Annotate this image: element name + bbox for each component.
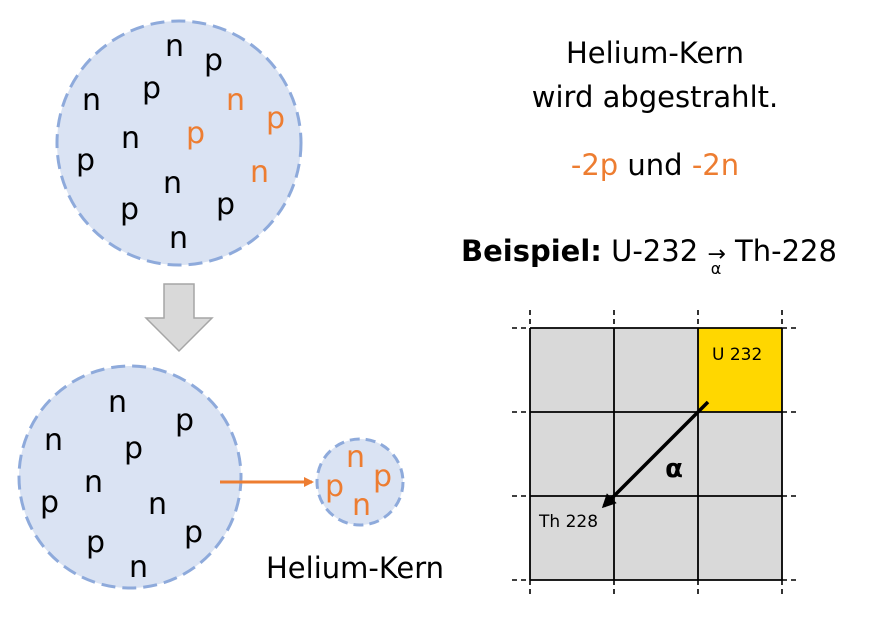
helium-nucleus: n p p n xyxy=(315,437,405,527)
grid-cell-start xyxy=(698,328,782,412)
neutron-label: n xyxy=(108,385,127,420)
orange-proton-label: p xyxy=(373,459,392,494)
grid-lines xyxy=(529,327,783,581)
proton-label: p xyxy=(216,187,235,222)
orange-proton-label: p xyxy=(186,116,205,151)
info-title-line2: wird abgestrahlt. xyxy=(532,80,778,114)
grid-end-label: Th 228 xyxy=(538,512,598,532)
reaction-arrow-subscript: α xyxy=(711,259,722,278)
reaction-arrow: → xyxy=(707,242,725,267)
helium-label: Helium-Kern xyxy=(266,551,444,585)
nucleon-change: -2p und -2n xyxy=(571,148,739,182)
neutron-label: n xyxy=(169,221,188,256)
example-label: Beispiel: xyxy=(461,234,602,268)
proton-label: p xyxy=(204,43,223,78)
grid-extensions xyxy=(512,310,800,598)
proton-label: p xyxy=(40,485,59,520)
orange-proton-label: p xyxy=(266,101,285,136)
neutron-label: n xyxy=(129,550,148,585)
example-to: Th-228 xyxy=(726,234,837,268)
proton-label: p xyxy=(184,515,203,550)
grid-start-label: U 232 xyxy=(712,345,762,365)
neutron-label: n xyxy=(44,423,63,458)
nuclide-grid: U 232 Th 228 α xyxy=(512,310,800,598)
helium-nucleus-circle xyxy=(315,437,405,527)
info-title-line1: Helium-Kern xyxy=(566,36,744,70)
neutron-label: n xyxy=(148,487,167,522)
proton-label: p xyxy=(124,431,143,466)
orange-neutron-label: n xyxy=(352,488,371,523)
top-nucleus-circle xyxy=(55,19,303,267)
orange-neutron-label: n xyxy=(346,440,365,475)
decay-arrow xyxy=(601,400,710,509)
neutron-label: n xyxy=(163,166,182,201)
proton-label: p xyxy=(142,71,161,106)
neutron-label: n xyxy=(84,465,103,500)
proton-label: p xyxy=(120,192,139,227)
orange-neutron-label: n xyxy=(250,155,269,190)
orange-neutron-label: n xyxy=(226,83,245,118)
alpha-symbol: α xyxy=(665,454,683,484)
proton-label: p xyxy=(175,403,194,438)
example-line: Beispiel: U-232 → Th-228 xyxy=(461,234,837,268)
neutron-label: n xyxy=(82,83,101,118)
proton-change: -2p xyxy=(571,148,618,182)
proton-label: p xyxy=(86,525,105,560)
orange-proton-label: p xyxy=(325,469,344,504)
neutron-label: n xyxy=(121,121,140,156)
down-arrow-icon xyxy=(144,283,214,353)
change-connector: und xyxy=(618,148,692,182)
top-nucleus: n p n p n p n p p n n p p n xyxy=(55,19,303,267)
neutron-label: n xyxy=(165,29,184,64)
example-from: U-232 xyxy=(602,234,707,268)
bottom-nucleus: n p n p n p n p p n xyxy=(17,364,243,590)
bottom-nucleus-circle xyxy=(17,364,243,590)
proton-label: p xyxy=(76,143,95,178)
neutron-change: -2n xyxy=(692,148,739,182)
